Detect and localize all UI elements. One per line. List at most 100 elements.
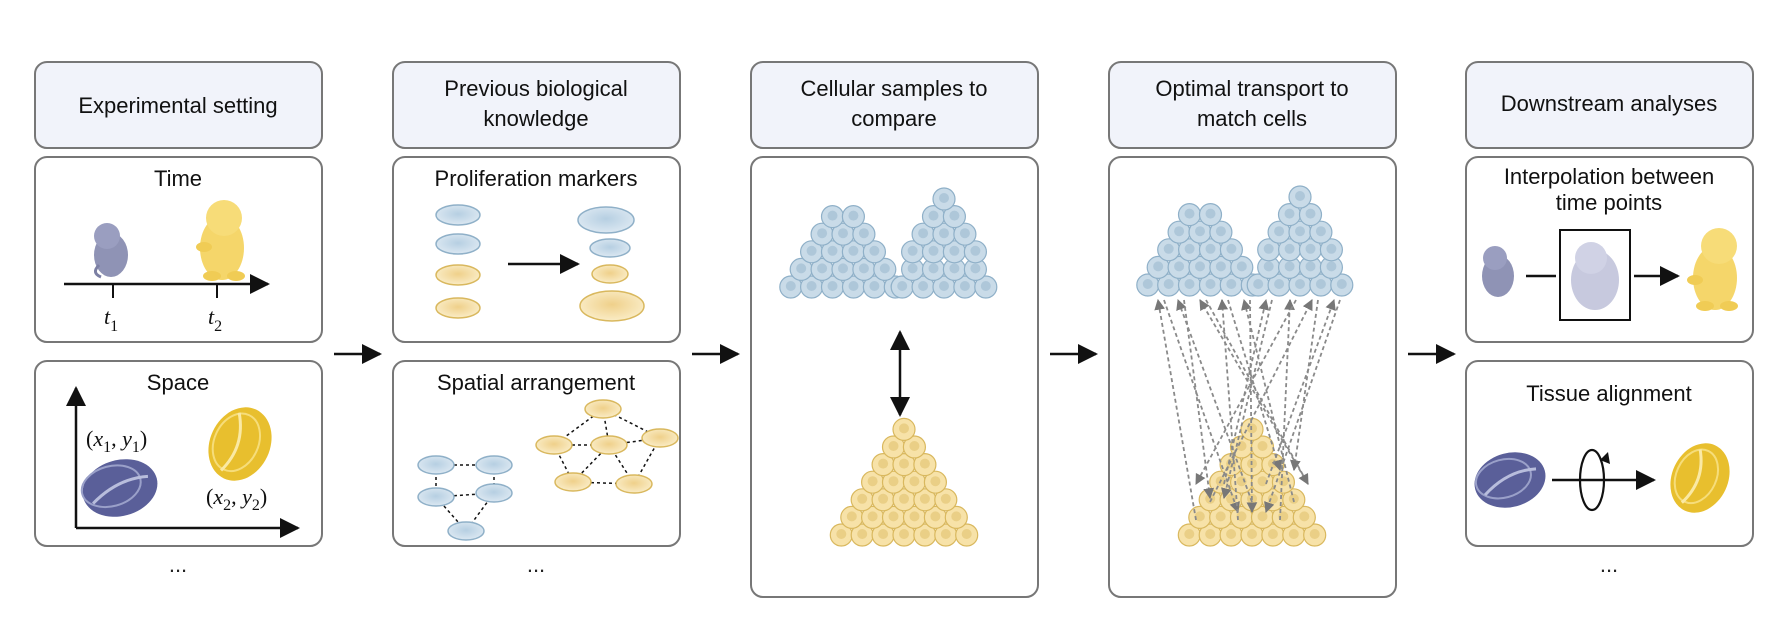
cell-nucleus bbox=[869, 245, 880, 256]
cell-nucleus bbox=[1326, 261, 1337, 272]
column-optimal-transport: Optimal transport to match cells bbox=[1108, 61, 1397, 598]
cell bbox=[862, 240, 887, 264]
cell-nucleus bbox=[1299, 511, 1310, 522]
cell bbox=[944, 505, 968, 530]
cell-nucleus bbox=[806, 281, 817, 291]
cell-nucleus bbox=[1257, 441, 1268, 451]
cell-nucleus bbox=[848, 245, 859, 256]
cell-nucleus bbox=[1215, 511, 1226, 522]
cell-nucleus bbox=[785, 281, 796, 291]
cell-nucleus bbox=[1315, 279, 1326, 289]
cell-nucleus bbox=[1205, 529, 1216, 539]
cell-nucleus bbox=[909, 441, 920, 451]
header-box bbox=[1108, 61, 1397, 149]
cell bbox=[1219, 238, 1244, 262]
cell-nucleus bbox=[1263, 243, 1274, 254]
cell-nucleus bbox=[1278, 476, 1289, 487]
ellipsis: ... bbox=[1600, 552, 1618, 577]
cell-nucleus bbox=[858, 263, 869, 274]
cell-nucleus bbox=[949, 210, 960, 221]
transport-link bbox=[1154, 298, 1197, 521]
cell-nucleus bbox=[1267, 529, 1278, 539]
cell-nucleus bbox=[888, 476, 899, 487]
embryo-icon bbox=[1482, 246, 1514, 297]
cell-nucleus bbox=[899, 493, 909, 504]
cell-stack-right bbox=[577, 206, 645, 322]
cell-nucleus bbox=[951, 511, 962, 522]
cell-nucleus bbox=[1174, 226, 1185, 237]
cell-nucleus bbox=[1226, 529, 1237, 539]
cell-nucleus bbox=[1153, 261, 1164, 272]
cell-nucleus bbox=[930, 476, 941, 487]
transport-link bbox=[1217, 298, 1239, 521]
cell-nucleus bbox=[1163, 279, 1174, 289]
cell-nucleus bbox=[1247, 529, 1257, 539]
header-box bbox=[1465, 61, 1754, 149]
cell-nucleus bbox=[1184, 208, 1195, 219]
column-experimental-setting: Experimental setting Time t1 t2 Space (x bbox=[34, 61, 323, 577]
transport-link bbox=[1183, 299, 1215, 500]
cell-nucleus bbox=[1226, 243, 1237, 254]
cell-nucleus bbox=[918, 281, 929, 291]
cell bbox=[892, 417, 916, 441]
cell-nucleus bbox=[1274, 226, 1285, 237]
cell-stack-left bbox=[435, 204, 481, 319]
cell-nucleus bbox=[1226, 279, 1237, 289]
cell-nucleus bbox=[888, 511, 899, 522]
column-downstream: Downstream analyses Interpolation betwee… bbox=[1465, 61, 1754, 577]
cell-nucleus bbox=[1194, 511, 1205, 522]
cell bbox=[1198, 203, 1223, 227]
header-title: Experimental setting bbox=[78, 93, 277, 118]
transport-link bbox=[1221, 299, 1273, 500]
cell-nucleus bbox=[961, 529, 972, 539]
cell-nucleus bbox=[1295, 279, 1305, 289]
cell-nucleus bbox=[1195, 226, 1205, 237]
cell-nucleus bbox=[1253, 279, 1264, 289]
cell-nucleus bbox=[878, 529, 889, 539]
cell-nucleus bbox=[1236, 441, 1247, 451]
header-title-line1: Previous biological bbox=[444, 76, 627, 101]
cell bbox=[1303, 523, 1327, 547]
ellipsis: ... bbox=[169, 552, 187, 577]
cell bbox=[902, 435, 927, 459]
panel-title-time: Time bbox=[154, 166, 202, 191]
cell-nucleus bbox=[970, 263, 981, 274]
header-title-line1: Cellular samples to bbox=[800, 76, 987, 101]
tissue-section-icon bbox=[1670, 443, 1730, 513]
transport-link bbox=[1265, 298, 1336, 485]
cell-nucleus bbox=[907, 245, 918, 256]
cell-nucleus bbox=[939, 193, 949, 203]
cell-nucleus bbox=[1142, 279, 1153, 289]
cell-nucleus bbox=[836, 529, 847, 539]
cell bbox=[932, 187, 956, 211]
cell bbox=[1330, 273, 1354, 297]
cell-cluster-icon bbox=[1177, 417, 1327, 547]
column-cellular-samples: Cellular samples to compare bbox=[750, 61, 1039, 598]
transport-link bbox=[1246, 299, 1258, 514]
header-box bbox=[34, 61, 323, 149]
cell-nucleus bbox=[1284, 243, 1295, 254]
cell-nucleus bbox=[827, 281, 838, 291]
panel-title-tissue-alignment: Tissue alignment bbox=[1526, 381, 1691, 406]
cell-nucleus bbox=[869, 281, 880, 291]
transport-link bbox=[1176, 298, 1253, 503]
panel-title-interpolation-line2: time points bbox=[1556, 190, 1662, 215]
cell-nucleus bbox=[879, 263, 890, 274]
cell-nucleus bbox=[1184, 279, 1195, 289]
cell-nucleus bbox=[827, 245, 838, 256]
cell-nucleus bbox=[1226, 493, 1237, 504]
cell-nucleus bbox=[899, 423, 909, 434]
cell-nucleus bbox=[1257, 476, 1268, 487]
tissue-section-icon bbox=[208, 407, 272, 481]
cell-nucleus bbox=[858, 228, 869, 239]
cell-nucleus bbox=[867, 511, 878, 522]
cell-cluster-icon bbox=[1136, 185, 1354, 297]
cell bbox=[955, 523, 979, 547]
cell bbox=[934, 488, 958, 512]
cell-nucleus bbox=[897, 281, 908, 291]
cell bbox=[1271, 470, 1296, 494]
embryo-icon bbox=[94, 223, 128, 279]
transport-link bbox=[1205, 299, 1309, 485]
cell-nucleus bbox=[1195, 261, 1205, 272]
header-title-line2: compare bbox=[851, 106, 937, 131]
